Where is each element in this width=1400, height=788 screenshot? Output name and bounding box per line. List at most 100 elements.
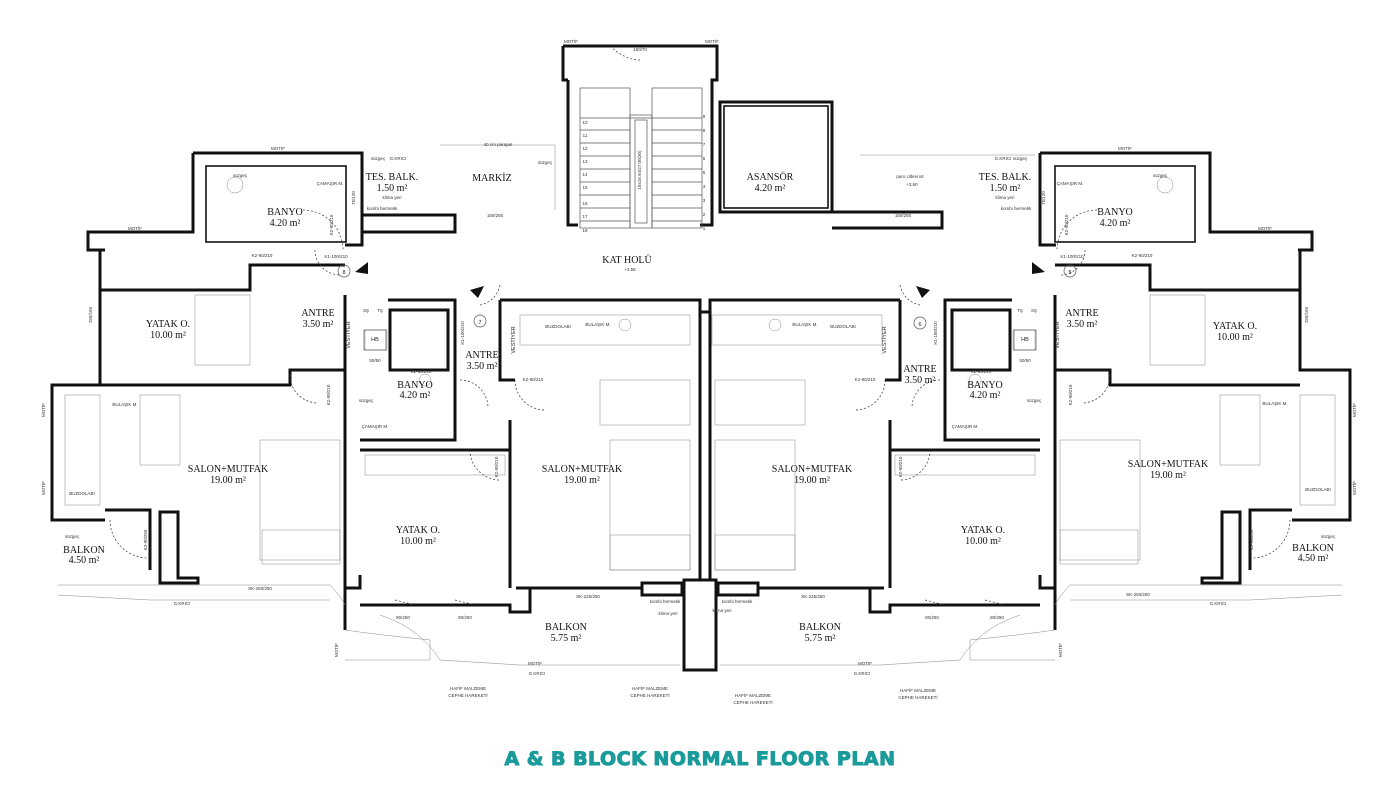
plan-title: A & B BLOCK NORMAL FLOOR PLAN <box>504 748 896 771</box>
g-krici-bottom-left: G.KRICI <box>174 601 191 606</box>
g-krici-center-left: G.KRICI <box>529 671 546 676</box>
room-area-antre-center-right: 3.50 m² <box>905 375 936 386</box>
room-area-tes-balk-left: 1.50 m² <box>377 183 408 194</box>
motif-stair-right: MOTİF <box>705 38 719 44</box>
motif-left-3: MOTİF <box>40 403 46 417</box>
door-k1-center-left: K1-100/210 <box>460 321 465 345</box>
room-area-banyo-center-left: 4.20 m² <box>400 390 431 401</box>
g-krici-top-left: G.KRICI <box>390 156 407 161</box>
stair-step-17: 17 <box>582 214 588 219</box>
cephe-4: CEPHE HAREKETİ <box>898 694 937 700</box>
room-area-antre-center-left: 3.50 m² <box>467 361 498 372</box>
room-area-banyo-top-right: 4.20 m² <box>1100 218 1131 229</box>
stair-step-14: 14 <box>582 172 588 177</box>
buzdolabi-right: BUZDOLABI <box>1305 487 1331 492</box>
door-sk-225-right: SK-225/250 <box>801 594 825 599</box>
room-area-balkon-left: 4.50 m² <box>69 555 100 566</box>
bulasik-center-right: BULAŞIK M. <box>792 322 817 327</box>
ss-right: SŞ <box>1031 308 1037 313</box>
hafif-4: HAFİF MALZEME <box>900 687 936 693</box>
buzdolabi-center-left: BUZDOLABI <box>545 324 571 329</box>
door-80-250-3: 80/250 <box>925 615 939 620</box>
door-sk-250-right: SK-250/250 <box>1126 592 1150 597</box>
door-k2-banyo-right: K2-90/210 <box>1064 214 1069 235</box>
door-k2-salon-center-left: K2-90/210 <box>523 377 544 382</box>
stair-step-12: 12 <box>582 146 588 151</box>
stair-step-7: 7 <box>703 142 706 147</box>
window-150-250-left: 150/250 <box>487 213 504 218</box>
hafif-2: HAFİF MALZEME <box>632 685 668 691</box>
stair-step-9: 9 <box>703 114 706 119</box>
stair-step-numbers: 1 2 3 4 5 6 7 8 9 10 11 12 13 14 15 16 1… <box>582 114 705 233</box>
window-75-120-right: 75/120 <box>1041 191 1046 205</box>
room-area-salon-right: 19.00 m² <box>1150 470 1186 481</box>
room-area-antre-right: 3.50 m² <box>1067 319 1098 330</box>
window-150-160-right: 150/160 <box>1304 306 1309 323</box>
suzgec-tes-right: süzgeç <box>1013 156 1028 161</box>
room-name-tes-balk-right: TES. BALK. <box>979 172 1032 183</box>
door-labels: 150/70 150/250 150/250 75/120 75/120 150… <box>88 47 1309 620</box>
door-80-250-4: 80/250 <box>990 615 1004 620</box>
stair-step-6: 6 <box>703 156 706 161</box>
camasir-top-left: ÇAMAŞIR M. <box>317 181 344 186</box>
room-name-banyo-center-left: BANYO <box>397 380 433 391</box>
vestiyer-left: VESTİYER <box>345 321 352 348</box>
parapet-note: 40 cm parapet <box>484 142 514 147</box>
room-name-banyo-top-left: BANYO <box>267 207 303 218</box>
camasir-top-right: ÇAMAŞIR M. <box>1057 181 1084 186</box>
room-area-yatak-mid-left: 10.00 m² <box>150 330 186 341</box>
unit-marker-8: 8 <box>342 270 345 276</box>
kombi-right: kombi hermetik <box>1001 206 1032 211</box>
unit-marker-7: 7 <box>478 320 481 326</box>
door-k1-right: K1-100/210 <box>1060 254 1084 259</box>
motif-left-2: MOTİF <box>128 225 142 231</box>
room-name-salon-right: SALON+MUTFAK <box>1128 459 1209 470</box>
door-sk-225-left: SK-225/250 <box>576 594 600 599</box>
paro-note: paro ciltesi ist <box>896 174 924 179</box>
klima-yeri-right: klima yeri <box>995 195 1014 200</box>
room-name-yatak-center-left: YATAK O. <box>396 525 440 536</box>
room-name-balkon-center-left: BALKON <box>545 622 587 633</box>
motif-bottom-right: MOTİF <box>1057 643 1063 657</box>
cephe-3: CEPHE HAREKETİ <box>733 699 772 705</box>
kombi-left: kombi hermetik <box>367 206 398 211</box>
unit-marker-5: 5 <box>1068 270 1071 276</box>
door-k3-right: K3-90/250 <box>1249 529 1254 550</box>
door-k2-yatak-center-left: K2-90/210 <box>494 456 499 477</box>
bulasik-center-left: BULAŞIK M. <box>585 322 610 327</box>
door-k2-salon-center-right: K2-90/210 <box>855 377 876 382</box>
entry-arrows <box>355 262 1045 298</box>
ss-left: SŞ <box>363 308 369 313</box>
stair-step-4: 4 <box>703 184 706 189</box>
door-k3-left: K3-90/250 <box>143 529 148 550</box>
stair-step-11: 11 <box>583 133 588 138</box>
vestiyer-right: VESTİYER <box>1054 321 1061 348</box>
room-name-salon-center-left: SALON+MUTFAK <box>542 464 623 475</box>
window-150-250-right: 150/250 <box>895 213 912 218</box>
room-name-banyo-top-right: BANYO <box>1097 207 1133 218</box>
room-area-yatak-center-right: 10.00 m² <box>965 536 1001 547</box>
stair-step-1: 1 <box>703 226 706 231</box>
motif-top-right: MOTİF <box>1118 145 1132 151</box>
motif-right-4: MOTİF <box>1351 481 1357 495</box>
suzgec-markiz: süzgeç <box>538 160 553 165</box>
suzgec-tes-left: süzgeç <box>371 156 386 161</box>
hb-size-right: 50/50 <box>1019 358 1031 363</box>
door-swings <box>109 45 1291 606</box>
room-area-banyo-center-right: 4.20 m² <box>970 390 1001 401</box>
door-k2-banyo-left: K2-90/210 <box>329 214 334 235</box>
bulasik-right: BULAŞIK M. <box>1262 401 1287 406</box>
motif-right-2: MOTİF <box>1258 225 1272 231</box>
door-80-250-1: 80/250 <box>396 615 410 620</box>
hb-right: HB <box>1021 337 1029 343</box>
kombi-center-left: kombi hermetik <box>650 599 681 604</box>
door-k2-yatak-center-right: K2-90/210 <box>898 456 903 477</box>
room-area-salon-left: 19.00 m² <box>210 475 246 486</box>
camasir-center-right: ÇAMAŞIR M. <box>952 424 979 429</box>
level-right: +3.60 <box>906 182 918 187</box>
motif-top-left: MOTİF <box>271 145 285 151</box>
hafif-3: HAFİF MALZEME <box>735 692 771 698</box>
unit-markers: 8 5 7 6 <box>337 264 1077 330</box>
room-name-antre-left: ANTRE <box>301 308 334 319</box>
